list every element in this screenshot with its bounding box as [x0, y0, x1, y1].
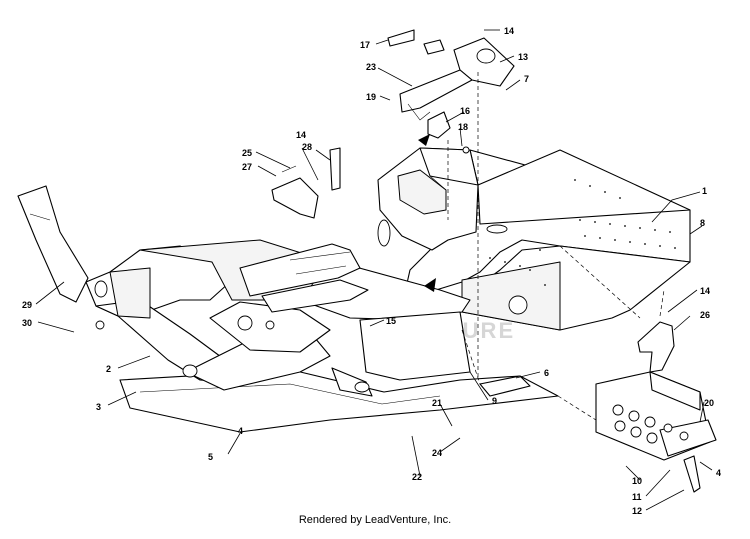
callout-25: 25	[242, 148, 252, 158]
callout-6: 6	[544, 368, 549, 378]
bracket-27	[271, 147, 341, 219]
callout-15: 15	[386, 316, 396, 326]
callout-1: 1	[702, 186, 707, 196]
callout-14b: 14	[296, 130, 306, 140]
callout-4b: 4	[238, 426, 243, 436]
callout-26: 26	[700, 310, 710, 320]
front-bulkhead	[377, 147, 479, 251]
assembly-lines	[447, 72, 665, 421]
callout-29: 29	[22, 300, 32, 310]
callout-9: 9	[492, 396, 497, 406]
callout-24: 24	[432, 448, 442, 458]
callout-7: 7	[524, 74, 529, 84]
callout-21: 21	[432, 398, 442, 408]
callout-13: 13	[518, 52, 528, 62]
bumper-29	[17, 185, 89, 303]
callout-30: 30	[22, 318, 32, 328]
callout-12: 12	[632, 506, 642, 516]
callout-4a: 4	[716, 468, 721, 478]
bracket-6	[479, 375, 531, 397]
callout-19: 19	[366, 92, 376, 102]
render-credit: Rendered by LeadVenture, Inc.	[298, 514, 452, 526]
rivet-pattern	[489, 179, 676, 286]
callout-22: 22	[412, 472, 422, 482]
callout-5: 5	[208, 452, 213, 462]
leader-lines	[35, 29, 713, 511]
pin-12	[683, 455, 701, 493]
callout-17: 17	[360, 40, 370, 50]
callout-18: 18	[458, 122, 468, 132]
callout-27: 27	[242, 162, 252, 172]
callout-20: 20	[704, 398, 714, 408]
arrow-marker-1	[418, 134, 430, 146]
callout-28: 28	[302, 142, 312, 152]
steering-post	[387, 29, 515, 121]
callout-10: 10	[632, 476, 642, 486]
callout-2: 2	[106, 364, 111, 374]
callout-3: 3	[96, 402, 101, 412]
bracket-16	[427, 111, 470, 154]
shock-absorber	[331, 367, 373, 397]
callout-11: 11	[632, 492, 642, 502]
bracket-26	[637, 321, 675, 373]
chassis-tunnel	[404, 149, 691, 331]
callout-labels: 1 2 3 4 4 5 6 7 8 9 10 11 12 13 14 14 14…	[22, 26, 721, 516]
callout-16: 16	[460, 106, 470, 116]
arrow-marker-2	[424, 278, 436, 292]
frame-rails	[239, 243, 369, 313]
hitch-plate	[595, 371, 717, 461]
callout-14a: 14	[504, 26, 514, 36]
callout-8: 8	[700, 218, 705, 228]
callout-14c: 14	[700, 286, 710, 296]
callout-23: 23	[366, 62, 376, 72]
